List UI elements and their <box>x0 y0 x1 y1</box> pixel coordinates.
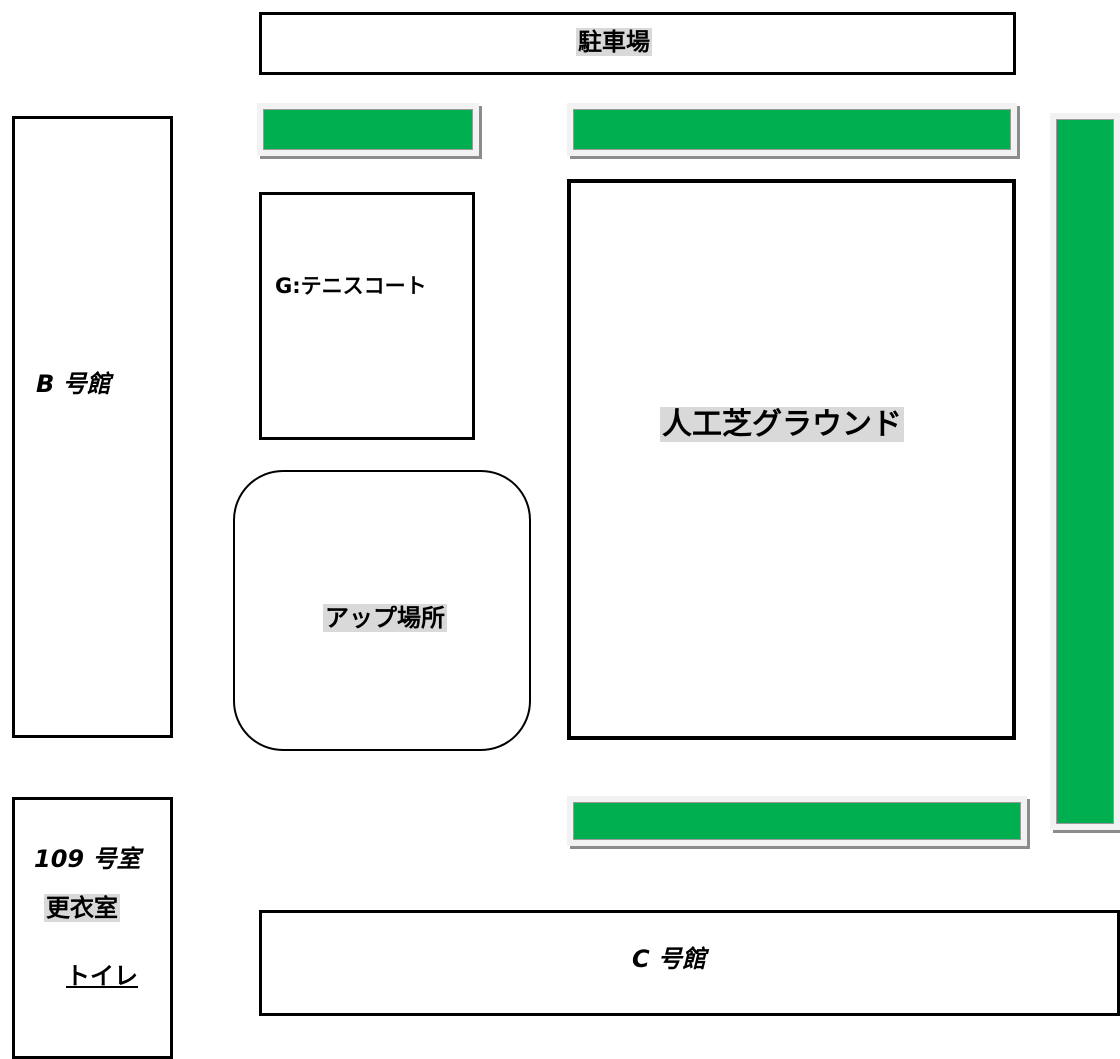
artificial-turf-ground-text: 人工芝グラウンド <box>660 407 904 442</box>
changing-room-label: 更衣室 <box>44 894 120 923</box>
parking-area <box>259 12 1016 75</box>
green-strip-right-vertical <box>1050 113 1120 830</box>
artificial-turf-ground-label: 人工芝グラウンド <box>660 407 904 443</box>
tennis-court-label: G:テニスコート <box>275 274 427 298</box>
parking-label-text: 駐車場 <box>576 28 652 56</box>
green-strip-bottom <box>567 796 1027 846</box>
building-b-label: B 号館 <box>36 370 111 398</box>
room-109-label: 109 号室 <box>34 845 141 873</box>
warmup-area-text: アップ場所 <box>323 604 447 632</box>
green-strip-top-right <box>567 103 1017 156</box>
building-b <box>12 116 173 738</box>
changing-room-text: 更衣室 <box>44 894 120 922</box>
warmup-area-label: アップ場所 <box>323 604 447 633</box>
building-c <box>259 910 1120 1016</box>
room-109 <box>12 797 173 1059</box>
green-strip-top-left <box>257 103 479 156</box>
tennis-court <box>259 192 475 440</box>
parking-label: 駐車場 <box>576 28 652 57</box>
toilet-label: トイレ <box>66 962 138 990</box>
building-c-label: C 号館 <box>632 945 706 973</box>
artificial-turf-ground <box>567 179 1016 740</box>
